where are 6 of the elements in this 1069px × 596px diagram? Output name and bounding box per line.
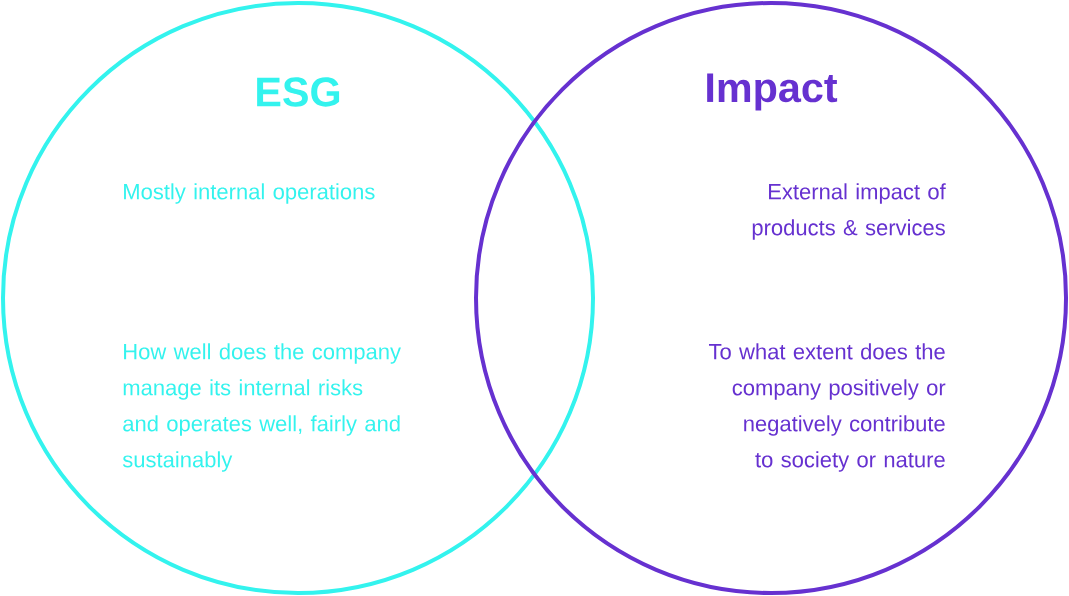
circle-heading: Impact	[707, 73, 838, 111]
body-text: Mostly internal operations	[124, 183, 375, 204]
body-text: To what extent does the company positively or negatively contribute to society or nature	[709, 343, 946, 472]
body-text: External impact of products & services	[752, 183, 946, 240]
body-text: How well does the company manage its internal risks and operates well, fairly and sustainably	[122, 343, 401, 472]
circle-heading: ESG	[257, 77, 340, 107]
